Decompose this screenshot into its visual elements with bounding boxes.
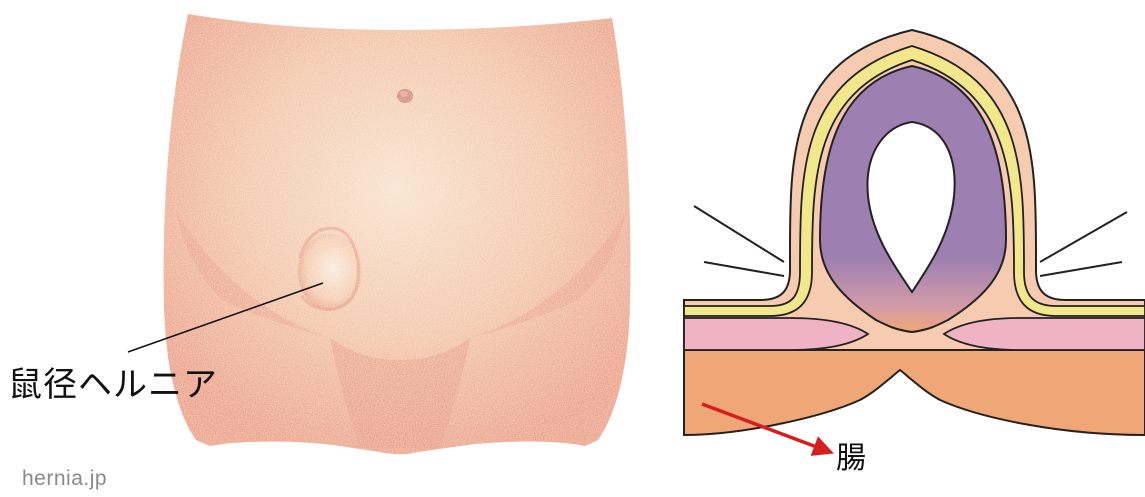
tension-line-left-1 — [694, 206, 784, 262]
cross-section-diagram — [684, 30, 1145, 452]
inguinal-hernia-label: 鼠径ヘルニア — [8, 368, 218, 402]
torso-illustration — [164, 14, 631, 454]
tension-line-right-1 — [1040, 212, 1127, 262]
intestine-label: 腸 — [836, 444, 866, 474]
navel-highlight — [400, 91, 408, 97]
tension-line-left-2 — [704, 262, 784, 276]
tension-line-right-2 — [1040, 262, 1122, 276]
watermark-text: hernia.jp — [22, 468, 107, 489]
muscle-layer-right — [944, 318, 1145, 350]
muscle-layer-left — [684, 318, 868, 350]
deep-tissue-band — [684, 340, 1145, 435]
